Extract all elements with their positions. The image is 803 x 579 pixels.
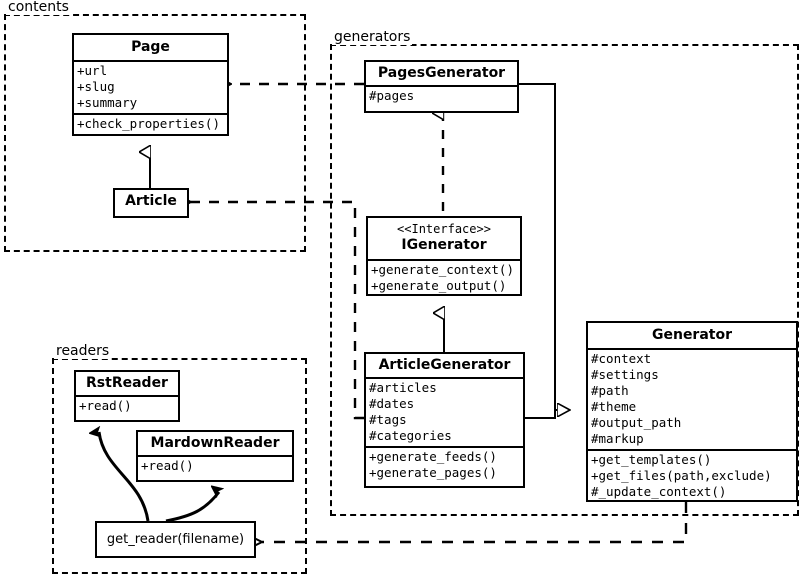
attribute-item: #settings [591, 367, 659, 382]
class-box-rst-reader[interactable]: RstReader +read() [74, 370, 180, 422]
class-attributes-page: +url +slug +summary [74, 62, 227, 113]
compartment-divider [74, 60, 227, 62]
class-name-article: Article [125, 193, 177, 209]
connector-pagesgenerator-extends-generator [519, 83, 570, 410]
operation-item: +get_files(path,exclude) [591, 468, 772, 483]
class-attributes-pages-generator: #pages [366, 87, 517, 106]
class-name-mardown-reader: MardownReader [150, 435, 280, 451]
package-label-contents: contents [6, 0, 71, 15]
operation-item: +check_properties() [77, 116, 220, 131]
attribute-item: #articles [369, 380, 437, 395]
attribute-item: #theme [591, 399, 637, 414]
class-attributes-article-generator: #articles #dates #tags #categories [366, 379, 523, 446]
connector-articlegenerator-extends-generator [525, 410, 556, 419]
package-label-readers: readers [54, 343, 112, 359]
class-operations-rst-reader: +read() [76, 397, 178, 416]
connector-generator-uses-get_reader [262, 502, 688, 542]
class-box-article-generator[interactable]: ArticleGenerator #articles #dates #tags … [364, 352, 525, 488]
operation-item: +read() [141, 458, 194, 473]
class-name-page: Page [131, 39, 170, 55]
attribute-item: #tags [369, 412, 407, 427]
attribute-item: #categories [369, 428, 452, 443]
attribute-item: +url [77, 63, 108, 78]
class-operations-mardown-reader: +read() [138, 457, 292, 476]
attribute-item: #output_path [591, 415, 682, 430]
attribute-item: #context [591, 351, 652, 366]
compartment-divider [588, 348, 796, 350]
compartment-divider [588, 449, 796, 451]
class-operations-igenerator: +generate_context() +generate_output() [368, 261, 520, 296]
class-operations-page: +check_properties() [74, 115, 227, 134]
compartment-divider [74, 113, 227, 115]
operation-item: +generate_pages() [369, 465, 497, 480]
operation-item: +get_templates() [591, 452, 712, 467]
connector-get_reader-returns-mardownreader [165, 492, 219, 523]
compartment-divider [366, 85, 517, 87]
class-box-pages-generator[interactable]: PagesGenerator #pages [364, 60, 519, 113]
class-stereotype-igenerator: <<Interface>> [397, 222, 491, 236]
class-box-mardown-reader[interactable]: MardownReader +read() [136, 430, 294, 482]
class-box-generator[interactable]: Generator #context #settings #path #them… [586, 321, 798, 502]
package-frame-contents [4, 14, 306, 252]
operation-item: +generate_output() [371, 278, 507, 293]
attribute-item: #path [591, 383, 629, 398]
class-box-article[interactable]: Article [113, 188, 189, 218]
class-name-rst-reader: RstReader [86, 375, 168, 391]
connector-get_reader-returns-rstreader [99, 432, 150, 522]
package-label-generators: generators [332, 29, 413, 45]
operation-item: +generate_feeds() [369, 449, 497, 464]
class-name-pages-generator: PagesGenerator [377, 65, 506, 81]
operation-item: #_update_context() [591, 484, 727, 499]
compartment-divider [76, 395, 178, 397]
class-operations-generator: +get_templates() +get_files(path,exclude… [588, 451, 796, 502]
attribute-item: +slug [77, 79, 115, 94]
compartment-divider [138, 455, 292, 457]
class-box-igenerator[interactable]: <<Interface>> IGenerator +generate_conte… [366, 216, 522, 296]
compartment-divider [366, 377, 523, 379]
function-box-label: get_reader(filename) [106, 532, 245, 547]
compartment-divider [366, 446, 523, 448]
class-operations-article-generator: +generate_feeds() +generate_pages() [366, 448, 523, 483]
operation-item: +read() [79, 398, 132, 413]
class-box-page[interactable]: Page +url +slug +summary +check_properti… [72, 33, 229, 136]
class-name-article-generator: ArticleGenerator [378, 357, 511, 373]
function-box-get-reader[interactable]: get_reader(filename) [95, 521, 256, 558]
attribute-item: #dates [369, 396, 415, 411]
package-frame-generators [330, 44, 799, 516]
attribute-item: #pages [369, 88, 415, 103]
class-name-generator: Generator [651, 327, 732, 343]
attribute-item: +summary [77, 95, 138, 110]
connector-articlegenerator-uses-article [191, 202, 364, 420]
class-attributes-generator: #context #settings #path #theme #output_… [588, 350, 796, 449]
compartment-divider [368, 259, 520, 261]
attribute-item: #markup [591, 431, 644, 446]
operation-item: +generate_context() [371, 262, 514, 277]
package-frame-readers [52, 358, 307, 574]
class-name-igenerator: IGenerator [401, 237, 487, 253]
